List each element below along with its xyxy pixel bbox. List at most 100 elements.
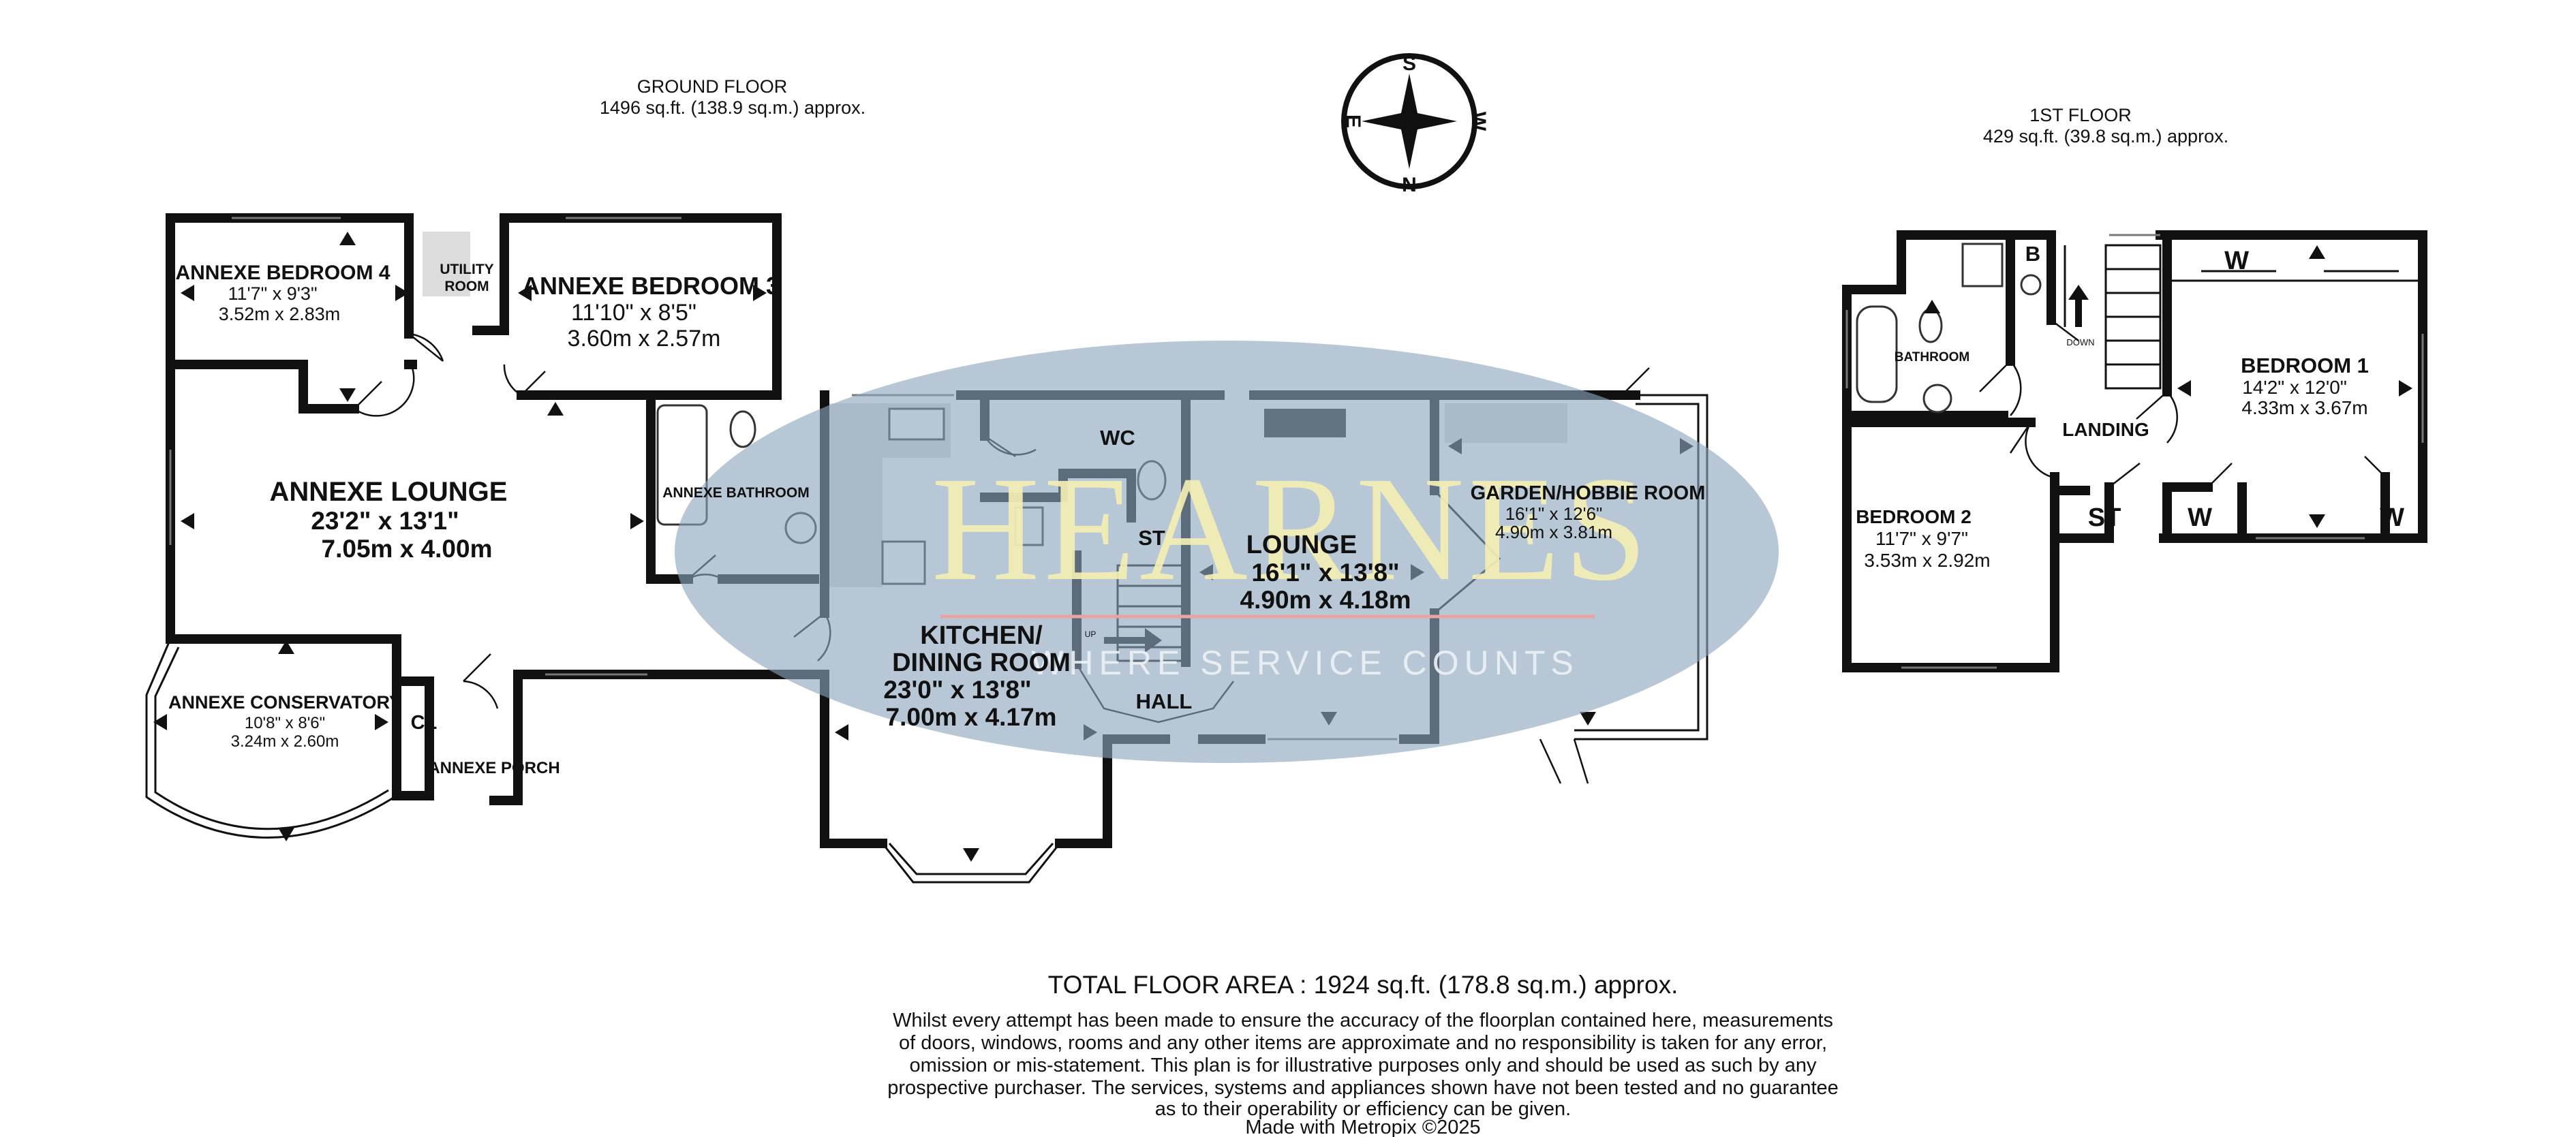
svg-text:3.52m x 2.83m: 3.52m x 2.83m (219, 304, 341, 324)
wall-porch-east (489, 670, 523, 805)
door-garden-french (1539, 738, 1589, 784)
svg-text:ANNEXE CONSERVATORY: ANNEXE CONSERVATORY (168, 692, 401, 713)
room-st-first: ST (2088, 503, 2121, 532)
svg-text:11'10" x 8'5": 11'10" x 8'5" (571, 300, 696, 326)
compass-rose: S N E W (1341, 52, 1490, 196)
wall-b-cupboard (2006, 230, 2056, 325)
wall-bed2-exterior (1842, 285, 2114, 672)
svg-text:ANNEXE BATHROOM: ANNEXE BATHROOM (662, 485, 809, 501)
svg-text:ANNEXE BEDROOM 3: ANNEXE BEDROOM 3 (522, 272, 780, 300)
door-st-first (2109, 463, 2141, 488)
wardrobe-1-label: W (2188, 503, 2212, 532)
toilet-first-icon (1918, 308, 1943, 343)
svg-text:14'2" x 12'0": 14'2" x 12'0" (2242, 377, 2347, 398)
door-bathroom-first (1979, 360, 2022, 416)
room-boiler-cupboard: B (2025, 242, 2040, 266)
label-down: DOWN (2066, 337, 2094, 347)
compass-label-n: N (1402, 174, 1417, 196)
room-annexe-bathroom: ANNEXE BATHROOM (662, 485, 809, 501)
utility-worktop (423, 232, 470, 296)
watermark-tagline: WHERE SERVICE COUNTS (1031, 644, 1579, 682)
svg-text:11'7" x 9'7": 11'7" x 9'7" (1875, 528, 1968, 549)
compass-label-w: W (1467, 112, 1490, 131)
disclaimer-line-3: omission or mis-statement. This plan is … (910, 1055, 1817, 1076)
svg-text:KITCHEN/: KITCHEN/ (920, 621, 1043, 650)
wall-bathroom-north (1842, 230, 2015, 294)
wall-annexe-west (166, 213, 401, 800)
room-landing: LANDING (2062, 419, 2149, 440)
svg-text:3.60m x 2.57m: 3.60m x 2.57m (568, 326, 721, 352)
room-lounge: LOUNGE 16'1" x 13'8" 4.90m x 4.18m (1240, 531, 1411, 614)
room-st-ground: ST (1138, 526, 1165, 550)
room-annexe-conservatory: ANNEXE CONSERVATORY 10'8" x 8'6" 3.24m x… (168, 692, 401, 751)
svg-text:DINING ROOM: DINING ROOM (892, 649, 1071, 677)
compass-star-icon (1362, 74, 1457, 169)
svg-text:4.90m x 3.81m: 4.90m x 3.81m (1495, 522, 1612, 542)
compass-label-s: S (1402, 52, 1416, 75)
watermark (675, 341, 1779, 763)
door-w1 (2207, 463, 2233, 488)
ground-floor-header: GROUND FLOOR 1496 sq.ft. (138.9 sq.m.) a… (600, 76, 865, 118)
svg-text:3.53m x 2.92m: 3.53m x 2.92m (1864, 550, 1990, 571)
wardrobe-2-label: W (2380, 503, 2404, 532)
watermark-brand: HEARNES (932, 446, 1652, 612)
stairs-first (2064, 244, 2162, 390)
door-w2 (2364, 456, 2386, 478)
svg-text:10'8" x 8'6": 10'8" x 8'6" (245, 714, 325, 732)
svg-text:ANNEXE LOUNGE: ANNEXE LOUNGE (270, 477, 508, 507)
svg-text:16'1" x 12'6": 16'1" x 12'6" (1505, 503, 1603, 524)
compass-label-e: E (1342, 114, 1364, 128)
kitchen-bay (881, 843, 1061, 884)
svg-text:UTILITY: UTILITY (440, 262, 493, 277)
wall-cl (392, 676, 434, 800)
room-kitchen-dining: KITCHEN/ DINING ROOM 23'0" x 13'8" 7.00m… (883, 621, 1071, 731)
door-garden-top (1621, 367, 1650, 396)
made-with-metropix: Made with Metropix ©2025 (1245, 1117, 1480, 1137)
first-floor-header: 1ST FLOOR 429 sq.ft. (39.8 sq.m.) approx… (1983, 105, 2228, 146)
basin-first-icon (1922, 384, 1952, 414)
kitchen-bay-inner (888, 843, 1054, 875)
room-bedroom-2: BEDROOM 2 11'7" x 9'7" 3.53m x 2.92m (1856, 506, 1990, 571)
svg-text:23'2" x 13'1": 23'2" x 13'1" (311, 507, 459, 535)
door-utility (408, 332, 444, 362)
svg-text:BEDROOM 2: BEDROOM 2 (1856, 506, 1972, 527)
disclaimer-line-5: as to their operability or efficiency ca… (1155, 1098, 1571, 1120)
door-porch (463, 653, 499, 709)
door-bed1 (2136, 391, 2179, 443)
first-floor-plan (1842, 230, 2427, 672)
bath-first-icon (1856, 305, 1898, 403)
boiler-icon (2020, 274, 2042, 296)
compass-ring (1341, 53, 1477, 189)
stair-down-arrow-icon (2068, 285, 2089, 327)
svg-text:7.00m x 4.17m: 7.00m x 4.17m (886, 703, 1057, 731)
disclaimer-line-4: prospective purchaser. The services, sys… (887, 1077, 1839, 1099)
svg-text:ROOM: ROOM (444, 279, 489, 294)
svg-text:11'7" x 9'3": 11'7" x 9'3" (228, 283, 317, 304)
svg-text:BEDROOM 1: BEDROOM 1 (2241, 354, 2369, 377)
shower-first-icon (1961, 243, 2004, 287)
room-annexe-porch: ANNEXE PORCH (428, 759, 559, 777)
conservatory-inner (154, 647, 389, 830)
disclaimer-line-1: Whilst every attempt has been made to en… (893, 1010, 1833, 1031)
ground-floor-title: GROUND FLOOR (637, 76, 788, 97)
door-bed3 (503, 364, 546, 396)
room-annexe-bedroom-4: ANNEXE BEDROOM 4 11'7" x 9'3" 3.52m x 2.… (175, 262, 390, 324)
wall-utility-east (472, 213, 509, 335)
annexe-toilet-icon (729, 410, 756, 448)
svg-text:GARDEN/HOBBIE ROOM: GARDEN/HOBBIE ROOM (1471, 482, 1706, 504)
footer: TOTAL FLOOR AREA : 1924 sq.ft. (178.8 sq… (887, 971, 1839, 1137)
svg-text:7.05m x 4.00m: 7.05m x 4.00m (322, 535, 493, 563)
label-up: UP (1085, 629, 1097, 639)
room-wc: WC (1100, 426, 1135, 450)
svg-text:ANNEXE BEDROOM 4: ANNEXE BEDROOM 4 (175, 262, 390, 284)
door-bed2 (2009, 422, 2052, 478)
total-floor-area: TOTAL FLOOR AREA : 1924 sq.ft. (178.8 sq… (1048, 971, 1678, 999)
svg-text:16'1" x 13'8": 16'1" x 13'8" (1251, 559, 1399, 587)
room-bathroom-first: BATHROOM (1895, 350, 1969, 364)
door-bed4 (354, 367, 415, 417)
svg-text:23'0" x 13'8": 23'0" x 13'8" (883, 676, 1031, 704)
door-b-cupboard (2051, 320, 2079, 341)
first-floor-title: 1ST FLOOR (2029, 105, 2132, 125)
disclaimer-line-2: of doors, windows, rooms and any other i… (899, 1032, 1827, 1054)
svg-text:LOUNGE: LOUNGE (1246, 531, 1358, 559)
